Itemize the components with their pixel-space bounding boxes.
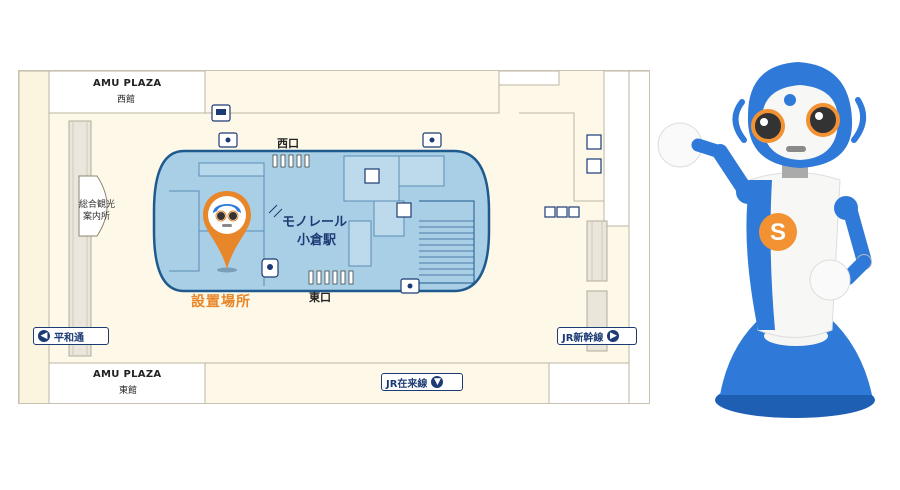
arrow-down-icon: ▼ — [431, 376, 444, 388]
sign-heiwa-dori-label: 平和通 — [54, 332, 84, 344]
arrow-left-icon: ◀ — [38, 330, 50, 342]
top-building-sub: 西館 — [117, 95, 136, 105]
floor-map: AMU PLAZA 西館 AMU PLAZA 東館 西口 東口 モノレール 小倉… — [18, 70, 650, 404]
robot-illustration: S — [657, 62, 875, 418]
east-gate-label: 東口 — [309, 291, 331, 304]
tourist-info-line1: 総合観光 — [79, 200, 116, 210]
sign-jr-shinkansen-label: JR新幹線 — [562, 332, 604, 344]
top-building-name: AMU PLAZA — [93, 78, 162, 89]
location-pin-icon — [203, 191, 251, 269]
bottom-building-name: AMU PLAZA — [93, 369, 162, 380]
tourist-info-line2: 案内所 — [83, 212, 111, 222]
chest-emblem-letter: S — [770, 219, 786, 246]
station-name-line2: 小倉駅 — [297, 233, 337, 248]
west-gate-label: 西口 — [277, 137, 299, 150]
bottom-building-sub: 東館 — [119, 386, 138, 396]
station-name-line1: モノレール — [282, 215, 348, 230]
arrow-right-icon: ▶ — [607, 330, 620, 342]
installation-place-label: 設置場所 — [191, 294, 251, 310]
sign-jr-zairaisen: JR在来線 ▼ — [381, 373, 463, 391]
sign-jr-zairaisen-label: JR在来線 — [386, 378, 428, 390]
sign-jr-shinkansen: JR新幹線 ▶ — [557, 327, 637, 345]
sign-heiwa-dori: ◀ 平和通 — [33, 327, 109, 345]
floor-map-drawing — [19, 71, 649, 403]
